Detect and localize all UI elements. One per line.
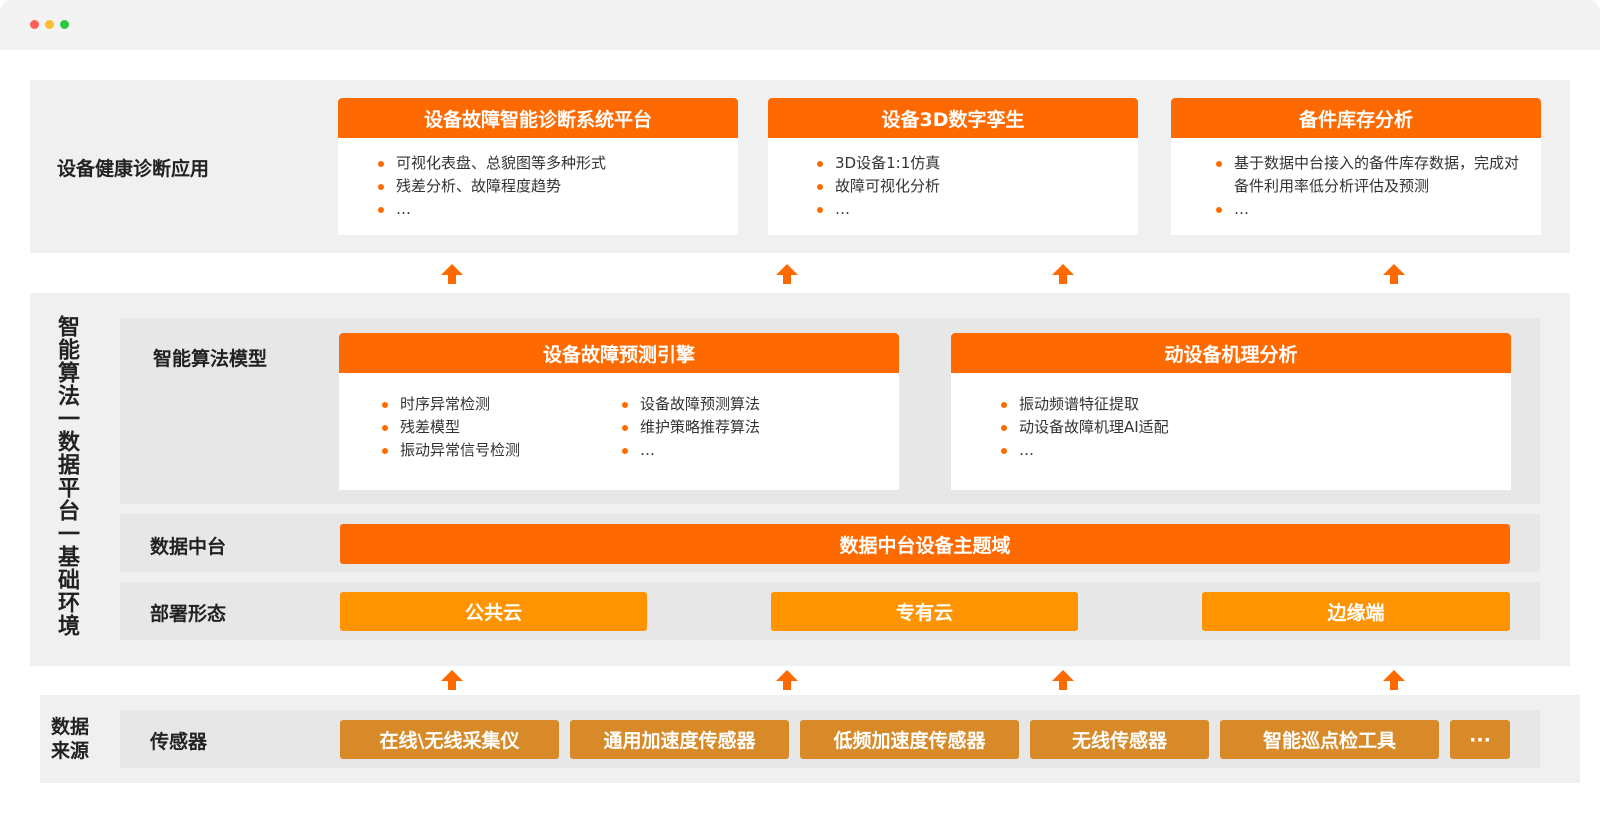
sensor-wireless: 无线传感器 <box>1030 720 1209 759</box>
card-title: 动设备机理分析 <box>951 333 1511 373</box>
card-title: 设备3D数字孪生 <box>768 98 1138 138</box>
sensor-more: ··· <box>1450 720 1510 759</box>
up-arrow-icon <box>1052 670 1074 690</box>
feature-list: 时序异常检测 残差模型 振动异常信号检测 <box>382 393 520 462</box>
list-item: … <box>817 198 940 221</box>
list-item: 振动频谱特征提取 <box>1001 393 1169 416</box>
list-item: 故障可视化分析 <box>817 175 940 198</box>
sensor-section-label: 传感器 <box>150 731 208 753</box>
up-arrow-icon <box>441 264 463 284</box>
data-source-layer: 数据来源 传感器 在线\无线采集仪 通用加速度传感器 低频加速度传感器 无线传感… <box>40 695 1580 783</box>
application-layer-label: 设备健康诊断应用 <box>57 158 210 180</box>
deploy-edge: 边缘端 <box>1202 592 1510 631</box>
deploy-public-cloud: 公共云 <box>340 592 647 631</box>
platform-layer-label: 智能算法一数据平台一基础环境 <box>54 315 79 637</box>
up-arrow-icon <box>1052 264 1074 284</box>
list-item: … <box>378 198 606 221</box>
up-arrow-icon <box>776 264 798 284</box>
list-item: 残差分析、故障程度趋势 <box>378 175 606 198</box>
sensor-smart-inspection-tool: 智能巡点检工具 <box>1220 720 1439 759</box>
diagram-canvas: 设备健康诊断应用 设备故障智能诊断系统平台 可视化表盘、总貌图等多种形式 残差分… <box>0 50 1600 840</box>
card-spare-parts: 备件库存分析 基于数据中台接入的备件库存数据，完成对备件利用率低分析评估及预测 … <box>1171 98 1541 235</box>
list-item: 3D设备1:1仿真 <box>817 152 940 175</box>
card-title: 设备故障智能诊断系统平台 <box>338 98 738 138</box>
card-title: 设备故障预测引擎 <box>339 333 899 373</box>
list-item: 基于数据中台接入的备件库存数据，完成对备件利用率低分析评估及预测 <box>1216 152 1521 198</box>
list-item: … <box>622 439 760 462</box>
datahub-domain-bar: 数据中台设备主题域 <box>340 524 1510 564</box>
up-arrow-icon <box>776 670 798 690</box>
list-item: 设备故障预测算法 <box>622 393 760 416</box>
sensor-low-frequency-accelerometer: 低频加速度传感器 <box>800 720 1019 759</box>
deployment-section-label: 部署形态 <box>150 603 227 625</box>
card-diagnosis-platform: 设备故障智能诊断系统平台 可视化表盘、总貌图等多种形式 残差分析、故障程度趋势 … <box>338 98 738 235</box>
sensor-online-wireless-collector: 在线\无线采集仪 <box>340 720 559 759</box>
list-item: 时序异常检测 <box>382 393 520 416</box>
deploy-private-cloud: 专有云 <box>771 592 1078 631</box>
datahub-section-label: 数据中台 <box>150 536 227 558</box>
deployment-section: 部署形态 公共云 专有云 边缘端 <box>120 582 1540 640</box>
up-arrow-icon <box>1383 264 1405 284</box>
list-item: 可视化表盘、总貌图等多种形式 <box>378 152 606 175</box>
list-item: 振动异常信号检测 <box>382 439 520 462</box>
sensor-section: 传感器 在线\无线采集仪 通用加速度传感器 低频加速度传感器 无线传感器 智能巡… <box>120 710 1540 768</box>
card-fault-prediction-engine: 设备故障预测引擎 时序异常检测 残差模型 振动异常信号检测 设备故障预测算法 维… <box>339 333 899 490</box>
feature-list: 可视化表盘、总貌图等多种形式 残差分析、故障程度趋势 … <box>378 152 606 221</box>
close-window-icon[interactable] <box>30 20 39 29</box>
sensor-general-accelerometer: 通用加速度传感器 <box>570 720 789 759</box>
list-item: 残差模型 <box>382 416 520 439</box>
feature-list: 设备故障预测算法 维护策略推荐算法 … <box>622 393 760 462</box>
minimize-window-icon[interactable] <box>45 20 54 29</box>
feature-list: 基于数据中台接入的备件库存数据，完成对备件利用率低分析评估及预测 … <box>1216 152 1521 221</box>
card-digital-twin: 设备3D数字孪生 3D设备1:1仿真 故障可视化分析 … <box>768 98 1138 235</box>
application-layer: 设备健康诊断应用 设备故障智能诊断系统平台 可视化表盘、总貌图等多种形式 残差分… <box>30 80 1570 253</box>
platform-layer: 智能算法一数据平台一基础环境 智能算法模型 设备故障预测引擎 时序异常检测 残差… <box>30 293 1570 666</box>
list-item: … <box>1216 198 1521 221</box>
card-mechanism-analysis: 动设备机理分析 振动频谱特征提取 动设备故障机理AI适配 … <box>951 333 1511 490</box>
up-arrow-icon <box>441 670 463 690</box>
list-item: … <box>1001 439 1169 462</box>
card-title: 备件库存分析 <box>1171 98 1541 138</box>
title-bar <box>0 0 1600 50</box>
feature-list: 振动频谱特征提取 动设备故障机理AI适配 … <box>1001 393 1169 462</box>
list-item: 维护策略推荐算法 <box>622 416 760 439</box>
up-arrow-icon <box>1383 670 1405 690</box>
feature-list: 3D设备1:1仿真 故障可视化分析 … <box>817 152 940 221</box>
algorithm-section: 智能算法模型 设备故障预测引擎 时序异常检测 残差模型 振动异常信号检测 设备故… <box>120 318 1540 504</box>
list-item: 动设备故障机理AI适配 <box>1001 416 1169 439</box>
datahub-section: 数据中台 数据中台设备主题域 <box>120 514 1540 572</box>
algorithm-section-label: 智能算法模型 <box>153 348 268 370</box>
maximize-window-icon[interactable] <box>60 20 69 29</box>
data-source-layer-label: 数据来源 <box>50 716 89 762</box>
